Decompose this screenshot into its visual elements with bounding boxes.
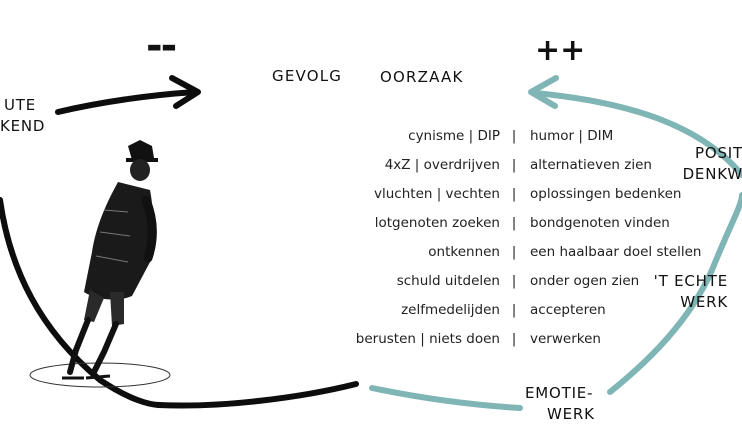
oorzaak-cell: humor | DIM [530, 128, 614, 144]
gevolg-cell: schuld uitdelen [396, 273, 500, 289]
teal-curve-right [607, 192, 742, 395]
gevolg-cell: lotgenoten zoeken [374, 215, 500, 231]
row-7: zelfmedelijden | accepteren [150, 302, 650, 331]
row-separator: | [511, 273, 517, 289]
row-4: lotgenoten zoeken | bondgenoten vinden [150, 215, 670, 244]
black-curve-left [0, 197, 163, 408]
row-separator: | [511, 128, 517, 144]
row-5: ontkennen | een haalbaar doel stellen [150, 244, 701, 273]
oorzaak-cell: onder ogen zien [530, 273, 640, 289]
oorzaak-cell: bondgenoten vinden [530, 215, 670, 231]
label-right-top: POSIT DENKW [682, 144, 742, 183]
black-arrow [55, 89, 198, 115]
negative-symbol: -- [146, 23, 177, 69]
cause-effect-rows: cynisme | DIP | humor | DIM 4xZ | overdr… [150, 128, 702, 360]
row-separator: | [511, 302, 517, 318]
header-oorzaak: OORZAAK [380, 68, 464, 86]
black-curve-bottom [155, 381, 359, 409]
row-2: 4xZ | overdrijven | alternatieven zien [150, 157, 652, 186]
row-3: vluchten | vechten | oplossingen bedenke… [150, 186, 681, 215]
gevolg-cell: zelfmedelijden [401, 302, 500, 318]
row-separator: | [511, 157, 517, 173]
gevolg-cell: 4xZ | overdrijven [384, 157, 500, 173]
label-bottom: EMOTIE- WERK [525, 384, 595, 423]
oorzaak-cell: verwerken [530, 331, 601, 347]
oorzaak-cell: een haalbaar doel stellen [530, 244, 702, 260]
skater-illustration [29, 140, 171, 388]
teal-curve-bottom [369, 385, 523, 411]
teal-arrow [532, 90, 742, 178]
row-6: schuld uitdelen | onder ogen zien [150, 273, 650, 302]
gevolg-cell: vluchten | vechten [374, 186, 500, 202]
positive-symbol: ++ [535, 33, 586, 68]
row-8: berusten | niets doen | verwerken [150, 331, 650, 360]
black-arrow-head [169, 75, 201, 109]
gevolg-cell: ontkennen [428, 244, 500, 260]
diagram-canvas [0, 75, 742, 411]
row-separator: | [511, 186, 517, 202]
header-gevolg: GEVOLG [272, 67, 343, 85]
oorzaak-cell: accepteren [530, 302, 606, 318]
label-top-left: UTE KEND [0, 96, 46, 135]
label-right-mid: 'T ECHTE WERK [653, 272, 728, 311]
oorzaak-cell: alternatieven zien [530, 157, 652, 173]
row-separator: | [511, 331, 517, 347]
gevolg-cell: berusten | niets doen [355, 331, 500, 347]
row-1: cynisme | DIP | humor | DIM [150, 128, 650, 157]
row-separator: | [511, 215, 517, 231]
oorzaak-cell: oplossingen bedenken [530, 186, 682, 202]
teal-arrow-head [528, 75, 559, 109]
gevolg-cell: cynisme | DIP [408, 128, 500, 144]
row-separator: | [511, 244, 517, 260]
